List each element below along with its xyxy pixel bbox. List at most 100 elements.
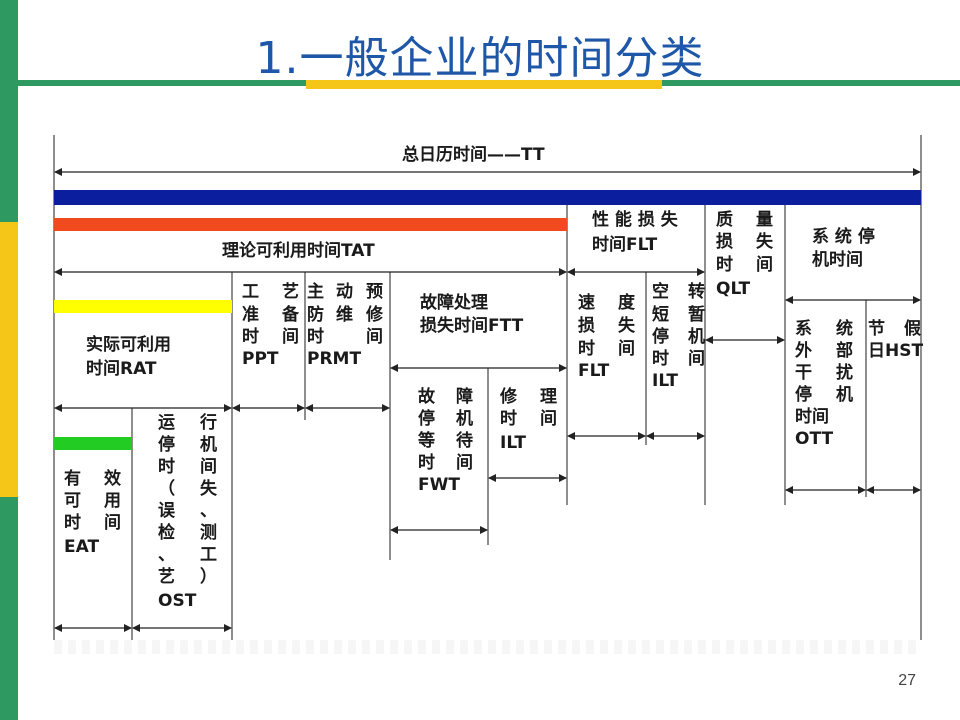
label-speed-code: FLT — [578, 361, 610, 381]
label-prmt-5: 修 — [365, 304, 384, 325]
label-qlt-4: 时 — [716, 255, 733, 275]
label-ftt-line1: 故障处理 — [420, 292, 488, 313]
label-ott-3: 部 — [836, 340, 853, 361]
label-ott-8: 时间 — [795, 406, 829, 427]
label-fwt-6: 时 — [418, 453, 435, 473]
label-idle-7: 间 — [688, 348, 705, 369]
label-qlt-2: 损 — [716, 231, 733, 252]
label-idle-6: 时 — [652, 349, 669, 369]
label-repair-1: 理 — [540, 387, 557, 407]
label-ost-6: （ — [158, 478, 175, 499]
label-qlt-0: 质 — [716, 210, 733, 230]
label-total-calendar-time: 总日历时间——TT — [402, 144, 545, 165]
left-accent-bar-top — [0, 0, 18, 222]
label-performance-loss-line2: 时间FLT — [592, 234, 658, 255]
label-hst-2: 日HST — [868, 341, 923, 361]
label-repair-0: 修 — [499, 386, 518, 407]
label-ppt-1: 艺 — [282, 281, 299, 302]
label-ftt-line2: 损失时间FTT — [420, 315, 524, 336]
page-title: 1.一般企业的时间分类 — [255, 33, 705, 84]
label-ppt-4: 时 — [242, 327, 259, 347]
label-prmt-6: 时 — [307, 327, 324, 347]
label-eat-5: 间 — [104, 512, 121, 533]
label-ott-4: 干 — [795, 363, 812, 383]
page-number: 27 — [898, 672, 916, 689]
label-ott-0: 系 — [795, 319, 812, 339]
label-rat-line2: 时间RAT — [86, 358, 157, 379]
span-arrows — [54, 168, 921, 632]
label-ost-11: 测 — [200, 522, 217, 543]
label-eat-1: 效 — [104, 468, 121, 489]
title-accent-bar — [306, 80, 662, 89]
label-ost-1: 行 — [199, 412, 217, 433]
left-accent-bar-middle — [0, 222, 18, 497]
label-fwt-2: 停 — [418, 408, 435, 429]
label-idle-1: 转 — [688, 281, 705, 302]
label-idle-5: 机 — [688, 326, 705, 347]
label-fwt-3: 机 — [456, 408, 473, 429]
label-idle-2: 短 — [652, 304, 669, 325]
label-eat-4: 时 — [64, 513, 81, 533]
label-speed-1: 度 — [618, 292, 636, 313]
label-prmt-0: 主 — [307, 281, 324, 302]
scan-artifact-strip — [54, 640, 920, 654]
label-repair-3: 间 — [540, 408, 557, 429]
label-ost-code: OST — [158, 591, 197, 611]
label-ost-3: 机 — [200, 434, 217, 455]
label-repair-2: 时 — [500, 409, 517, 429]
label-speed-3: 失 — [618, 315, 636, 336]
label-ppt-5: 间 — [282, 326, 299, 347]
label-fwt-7: 间 — [456, 452, 473, 473]
label-theoretical-available-time: 理论可利用时间TAT — [222, 240, 375, 261]
label-idle-code: ILT — [652, 371, 678, 391]
label-idle-0: 空 — [652, 281, 669, 302]
label-eat-code: EAT — [64, 537, 99, 557]
left-accent-bar-bottom — [0, 497, 18, 720]
label-ppt-code: PPT — [242, 349, 279, 369]
label-qlt-5: 间 — [756, 254, 773, 275]
label-hst-1: 假 — [904, 318, 921, 339]
label-system-stop-line1: 系 统 停 — [812, 226, 875, 247]
label-ost-4: 时 — [158, 457, 175, 477]
label-fwt-4: 等 — [418, 430, 435, 451]
boundary-lines — [53, 135, 922, 640]
label-prmt-code: PRMT — [307, 349, 361, 369]
label-qlt-3: 失 — [756, 231, 774, 252]
bar-red — [54, 218, 567, 231]
label-prmt-2: 维 — [336, 304, 353, 325]
label-speed-0: 速 — [578, 292, 595, 313]
label-qlt-code: QLT — [716, 279, 750, 299]
label-hst-0: 节 — [868, 318, 885, 339]
label-eat-3: 用 — [104, 491, 121, 511]
label-fwt-5: 待 — [456, 430, 473, 451]
label-ost-0: 运 — [158, 413, 175, 433]
label-ost-14: 艺 — [158, 566, 175, 587]
label-ost-2: 停 — [158, 434, 175, 455]
label-prmt-3: 预 — [366, 282, 383, 302]
label-ott-1: 统 — [836, 318, 853, 339]
bar-green — [54, 437, 132, 450]
label-ost-13: 工 — [200, 545, 217, 565]
label-system-stop-line2: 机时间 — [812, 249, 863, 270]
label-eat-2: 可 — [64, 491, 81, 511]
label-ott-7: 机 — [836, 384, 853, 405]
label-fwt-1: 障 — [456, 386, 473, 407]
label-ott-code: OTT — [795, 429, 833, 449]
label-qlt-1: 量 — [756, 209, 773, 230]
label-prmt-1: 动 — [336, 282, 353, 302]
label-idle-3: 暂 — [688, 304, 705, 325]
label-fwt-code: FWT — [418, 475, 460, 495]
label-performance-loss-line1: 性 能 损 失 — [592, 209, 679, 230]
label-ost-7: 失 — [200, 478, 218, 499]
label-fwt-0: 故 — [418, 386, 436, 407]
label-ott-5: 扰 — [836, 362, 853, 383]
label-rat-line1: 实际可利用 — [86, 334, 171, 355]
label-speed-2: 损 — [578, 315, 595, 336]
label-idle-4: 停 — [652, 326, 669, 347]
label-ost-10: 检 — [158, 522, 175, 543]
label-eat-0: 有 — [64, 468, 81, 489]
label-ppt-0: 工 — [242, 282, 259, 302]
label-ost-9: 、 — [200, 501, 217, 521]
label-prmt-4: 防 — [307, 304, 324, 325]
